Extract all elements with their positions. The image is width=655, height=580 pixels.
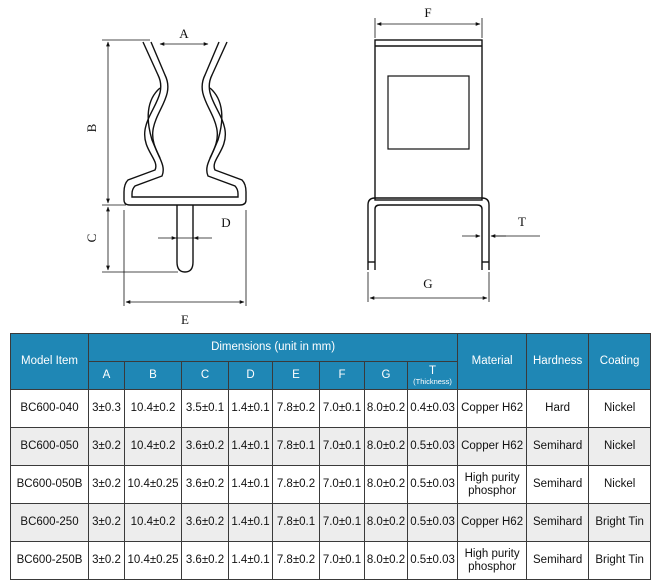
thickness-note: (Thickness) xyxy=(413,377,452,386)
cell-g: 8.0±0.2 xyxy=(364,503,408,542)
cell-d: 1.4±0.1 xyxy=(228,427,273,466)
cell-material: High purity phosphor xyxy=(457,465,528,504)
table-row: BC600-050B 3±0.2 10.4±0.25 3.6±0.2 1.4±0… xyxy=(10,465,652,504)
cell-d: 1.4±0.1 xyxy=(228,465,273,504)
cell-c: 3.6±0.2 xyxy=(181,427,229,466)
cell-model: BC600-050 xyxy=(10,427,89,466)
label-t: T xyxy=(518,214,526,229)
cell-model: BC600-040 xyxy=(10,389,89,428)
header-dimensions: Dimensions (unit in mm) xyxy=(87,333,459,362)
cell-a: 3±0.2 xyxy=(88,503,125,542)
technical-drawing: A B C D E F T G xyxy=(84,5,540,327)
cell-f: 7.0±0.1 xyxy=(319,503,365,542)
table-row: BC600-040 3±0.3 10.4±0.2 3.5±0.1 1.4±0.1… xyxy=(10,389,652,428)
cell-hardness: Semihard xyxy=(526,465,590,504)
cell-b: 10.4±0.2 xyxy=(124,427,182,466)
cell-a: 3±0.3 xyxy=(88,389,125,428)
cell-coating: Bright Tin xyxy=(588,503,652,542)
header-dim-a: A xyxy=(88,361,125,390)
cell-a: 3±0.2 xyxy=(88,427,125,466)
cell-a: 3±0.2 xyxy=(88,465,125,504)
cell-hardness: Semihard xyxy=(526,541,590,580)
label-g: G xyxy=(423,276,432,291)
cell-f: 7.0±0.1 xyxy=(319,427,365,466)
cell-t: 0.5±0.03 xyxy=(406,503,459,542)
label-c: C xyxy=(84,234,99,243)
cell-hardness: Semihard xyxy=(526,427,590,466)
cell-a: 3±0.2 xyxy=(88,541,125,580)
label-b: B xyxy=(84,123,99,132)
header-dim-e: E xyxy=(272,361,320,390)
cell-model: BC600-050B xyxy=(10,465,89,504)
right-dimensions xyxy=(367,18,540,302)
cell-t: 0.5±0.03 xyxy=(406,427,459,466)
cell-d: 1.4±0.1 xyxy=(228,503,273,542)
cell-t: 0.5±0.03 xyxy=(406,541,459,580)
cell-b: 10.4±0.25 xyxy=(124,541,182,580)
cell-e: 7.8±0.2 xyxy=(272,389,320,428)
label-a: A xyxy=(179,26,189,41)
dim-t-letter: T xyxy=(429,365,437,377)
cell-b: 10.4±0.2 xyxy=(124,389,182,428)
cell-b: 10.4±0.2 xyxy=(124,503,182,542)
cell-e: 7.8±0.2 xyxy=(272,465,320,504)
cell-e: 7.8±0.1 xyxy=(272,503,320,542)
cell-c: 3.6±0.2 xyxy=(181,541,229,580)
header-dim-b: B xyxy=(124,361,182,390)
cell-coating: Nickel xyxy=(588,427,652,466)
cell-material: High purity phosphor xyxy=(457,541,528,580)
cell-c: 3.6±0.2 xyxy=(181,503,229,542)
header-coating: Coating xyxy=(588,333,652,390)
cell-coating: Nickel xyxy=(588,389,652,428)
cell-f: 7.0±0.1 xyxy=(319,389,365,428)
cell-b: 10.4±0.25 xyxy=(124,465,182,504)
cell-material: Copper H62 xyxy=(457,427,528,466)
cell-model: BC600-250B xyxy=(10,541,89,580)
cell-g: 8.0±0.2 xyxy=(364,541,408,580)
cell-d: 1.4±0.1 xyxy=(228,541,273,580)
header-dim-t: T(Thickness) xyxy=(406,361,459,390)
cell-hardness: Hard xyxy=(526,389,590,428)
label-f: F xyxy=(424,5,431,20)
cell-t: 0.4±0.03 xyxy=(406,389,459,428)
cell-f: 7.0±0.1 xyxy=(319,465,365,504)
header-dim-f: F xyxy=(319,361,365,390)
spec-table: Model Item Dimensions (unit in mm) Mater… xyxy=(10,333,652,580)
header-dim-d: D xyxy=(228,361,273,390)
cell-t: 0.5±0.03 xyxy=(406,465,459,504)
table-row: BC600-250 3±0.2 10.4±0.2 3.6±0.2 1.4±0.1… xyxy=(10,503,652,542)
left-dimensions xyxy=(102,39,247,306)
cell-material: Copper H62 xyxy=(457,503,528,542)
label-e: E xyxy=(181,312,189,327)
cell-c: 3.5±0.1 xyxy=(181,389,229,428)
cell-g: 8.0±0.2 xyxy=(364,465,408,504)
header-material: Material xyxy=(457,333,528,390)
table-row: BC600-050 3±0.2 10.4±0.2 3.6±0.2 1.4±0.1… xyxy=(10,427,652,466)
label-d: D xyxy=(221,215,230,230)
cell-d: 1.4±0.1 xyxy=(228,389,273,428)
header-hardness: Hardness xyxy=(526,333,590,390)
cell-e: 7.8±0.2 xyxy=(272,541,320,580)
cell-e: 7.8±0.1 xyxy=(272,427,320,466)
cell-coating: Nickel xyxy=(588,465,652,504)
cell-f: 7.0±0.1 xyxy=(319,541,365,580)
header-model: Model Item xyxy=(10,333,89,390)
cell-g: 8.0±0.2 xyxy=(364,389,408,428)
table-row: BC600-250B 3±0.2 10.4±0.25 3.6±0.2 1.4±0… xyxy=(10,541,652,580)
header-dim-c: C xyxy=(181,361,229,390)
cell-model: BC600-250 xyxy=(10,503,89,542)
cell-hardness: Semihard xyxy=(526,503,590,542)
cell-material: Copper H62 xyxy=(457,389,528,428)
header-dim-g: G xyxy=(364,361,408,390)
cell-g: 8.0±0.2 xyxy=(364,427,408,466)
clip-front-view xyxy=(367,39,490,270)
cell-c: 3.6±0.2 xyxy=(181,465,229,504)
clip-side-view xyxy=(123,41,247,273)
cell-coating: Bright Tin xyxy=(588,541,652,580)
